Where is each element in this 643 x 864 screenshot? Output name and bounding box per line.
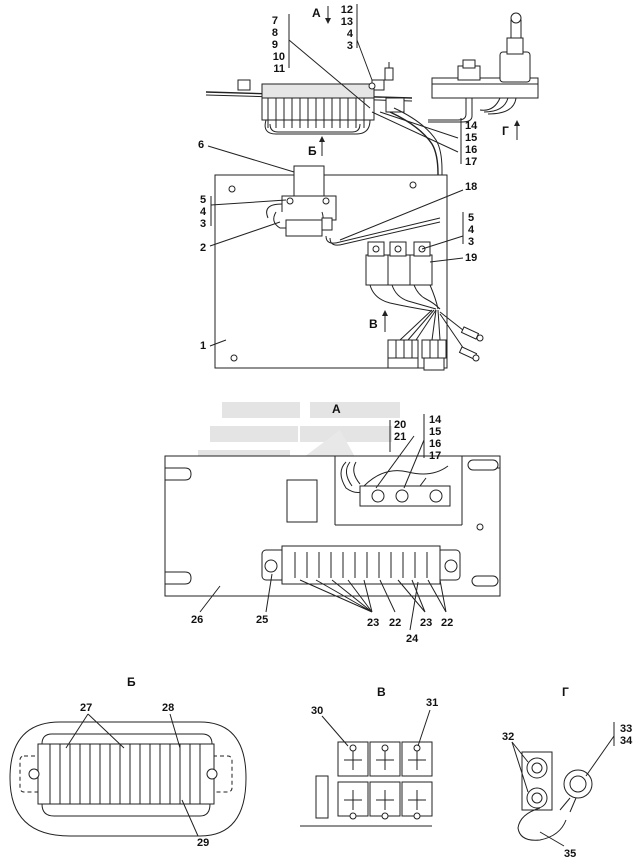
svg-text:22: 22: [441, 617, 453, 629]
svg-text:25: 25: [256, 614, 268, 626]
svg-text:5: 5: [468, 212, 474, 224]
view-g: Г 32 33 34 35: [502, 685, 633, 860]
callouts-section-a: 26 25 23 22 23 22 24: [191, 573, 453, 645]
svg-text:3: 3: [200, 218, 206, 230]
wire-bundle-bottom: [387, 309, 484, 371]
svg-text:4: 4: [200, 206, 207, 218]
svg-text:31: 31: [426, 697, 438, 709]
svg-text:12: 12: [341, 4, 353, 16]
svg-text:21: 21: [394, 431, 406, 443]
svg-text:Г: Г: [562, 685, 569, 699]
svg-text:В: В: [369, 317, 378, 331]
svg-text:3: 3: [468, 236, 474, 248]
svg-text:2: 2: [200, 242, 206, 254]
svg-text:3: 3: [347, 40, 353, 52]
svg-text:26: 26: [191, 614, 203, 626]
view-b: Б 27 28 29: [9, 675, 247, 849]
svg-text:8: 8: [272, 27, 278, 39]
section-a-title: А: [332, 402, 341, 416]
section-a-fuse-strip: [261, 545, 461, 585]
label-stack-left-mid: 5 4 3: [200, 194, 287, 230]
key-switch-assembly: Г: [428, 12, 539, 140]
svg-text:20: 20: [394, 419, 406, 431]
svg-text:33: 33: [620, 723, 632, 735]
label-stack-top-left: 7 8 9 10 11: [272, 14, 371, 109]
top-terminal-strip: [205, 62, 413, 135]
svg-text:13: 13: [341, 16, 353, 28]
svg-text:23: 23: [367, 617, 379, 629]
relay-group: [365, 241, 441, 312]
main-harness-cable: [371, 107, 459, 244]
label-stack-top-right: 12 13 4 3: [341, 4, 373, 81]
svg-text:4: 4: [347, 28, 354, 40]
svg-text:17: 17: [429, 450, 441, 462]
svg-text:34: 34: [620, 735, 633, 747]
svg-text:35: 35: [564, 848, 576, 860]
view-v-arrow-top: В: [369, 310, 388, 332]
svg-text:18: 18: [465, 181, 477, 193]
svg-text:А: А: [332, 402, 341, 416]
svg-text:В: В: [377, 685, 386, 699]
svg-text:6: 6: [198, 139, 204, 151]
svg-text:17: 17: [465, 156, 477, 168]
svg-text:9: 9: [272, 39, 278, 51]
view-a-arrow-top: А: [312, 6, 331, 24]
svg-text:28: 28: [162, 702, 174, 714]
svg-text:5: 5: [200, 194, 206, 206]
svg-text:16: 16: [429, 438, 441, 450]
view-b-arrow-top: Б: [308, 136, 325, 158]
svg-text:27: 27: [80, 702, 92, 714]
label-stack-section-a-right: 14 15 16 17: [403, 414, 442, 489]
svg-text:А: А: [312, 6, 321, 20]
svg-text:24: 24: [406, 633, 419, 645]
svg-text:23: 23: [420, 617, 432, 629]
svg-text:4: 4: [468, 224, 475, 236]
svg-text:14: 14: [429, 414, 442, 426]
svg-text:Б: Б: [127, 675, 136, 689]
svg-text:15: 15: [429, 426, 441, 438]
svg-text:22: 22: [389, 617, 401, 629]
solenoid-component: [266, 165, 441, 246]
svg-text:Г: Г: [502, 124, 509, 138]
svg-text:29: 29: [197, 837, 209, 849]
svg-text:11: 11: [273, 63, 285, 75]
label-stack-section-a-left: 20 21: [375, 419, 415, 489]
svg-text:16: 16: [465, 144, 477, 156]
svg-text:1: 1: [200, 340, 206, 352]
view-v: В 30 31: [300, 685, 438, 827]
svg-text:14: 14: [465, 120, 478, 132]
section-a-terminal: [340, 461, 451, 507]
svg-text:7: 7: [272, 15, 278, 27]
svg-text:19: 19: [465, 252, 477, 264]
svg-text:32: 32: [502, 731, 514, 743]
callouts-upper: 6 2 1 18 19: [198, 139, 477, 352]
svg-text:10: 10: [273, 51, 285, 63]
label-stack-right-mid: 14 15 16 17: [460, 118, 478, 168]
top-fuse-block: [261, 97, 375, 135]
label-stack-relay: 5 4 3: [421, 212, 475, 250]
svg-text:15: 15: [465, 132, 477, 144]
svg-text:Б: Б: [308, 144, 317, 158]
svg-text:30: 30: [311, 705, 323, 717]
